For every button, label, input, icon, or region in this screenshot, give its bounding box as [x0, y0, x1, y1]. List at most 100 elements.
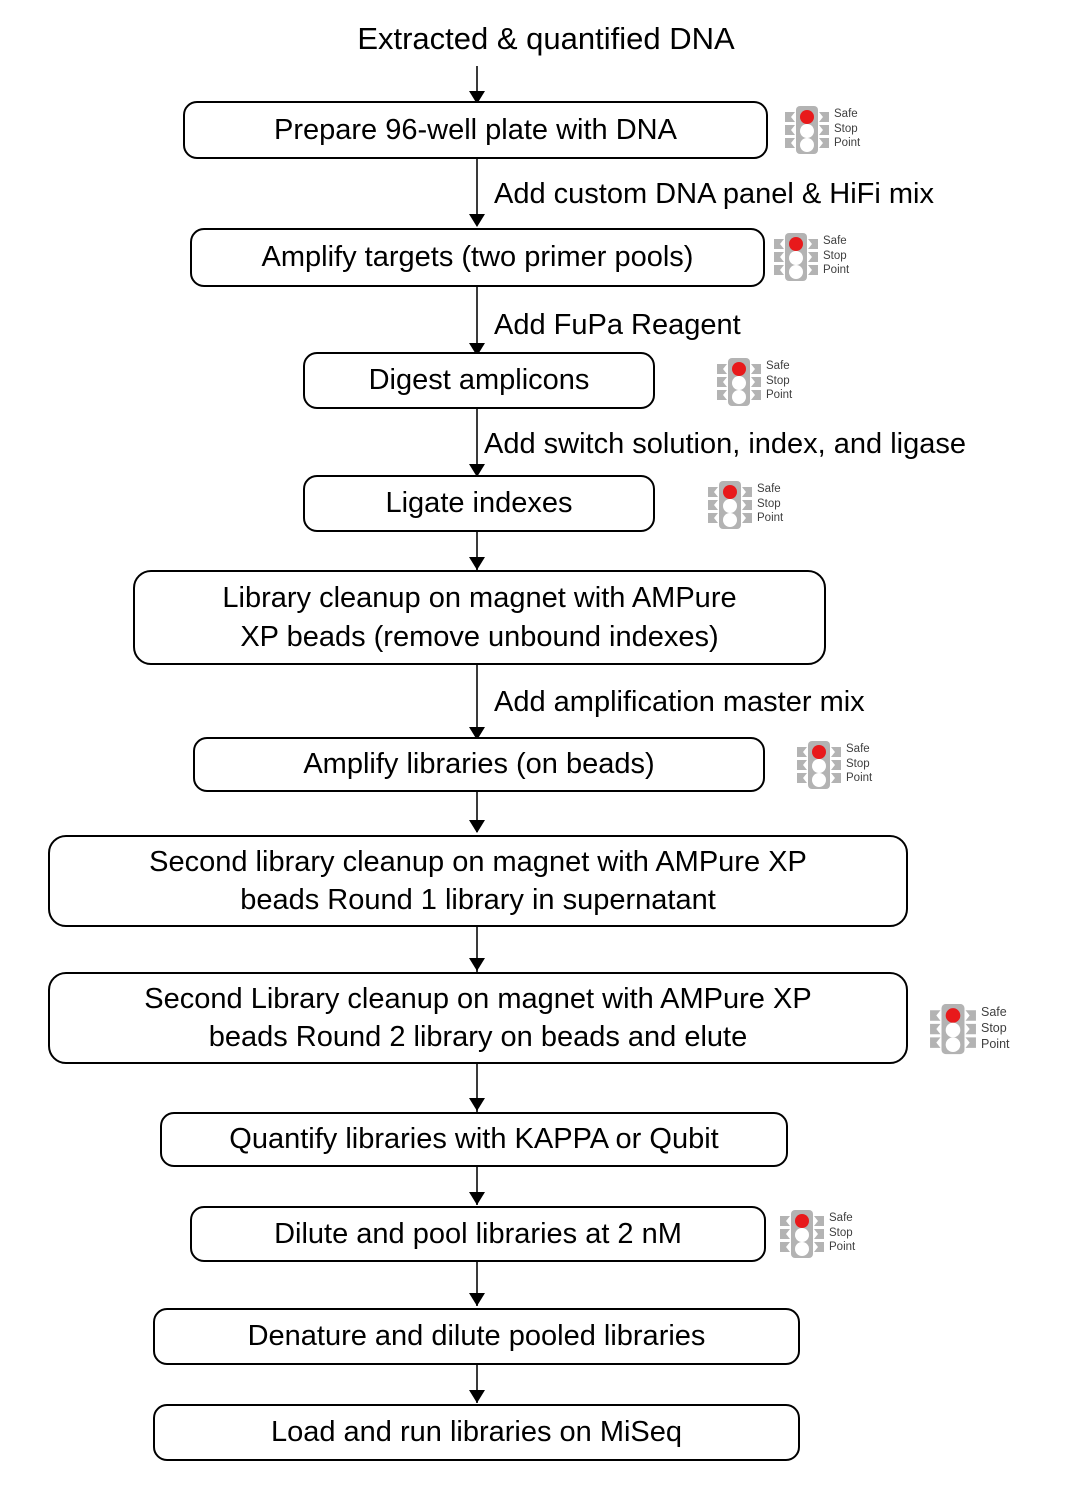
node-ligate-indexes[interactable]: Ligate indexes	[303, 475, 655, 532]
node-library-cleanup[interactable]: Library cleanup on magnet with AMPure XP…	[133, 570, 826, 665]
traffic-light-icon	[930, 1004, 976, 1055]
start-label: Extracted & quantified DNA	[357, 21, 735, 56]
node-label: Dilute and pool libraries at 2 nM	[274, 1217, 682, 1250]
safe-stop-point-marker-n10: Safe Stop Point	[779, 1206, 855, 1260]
marker-line-3: Point	[757, 512, 784, 525]
node-label-line-1: Second Library cleanup on magnet with AM…	[144, 982, 812, 1015]
connector-n7-n8	[476, 927, 478, 973]
safe-stop-point-text: Safe Stop Point	[846, 742, 872, 786]
safe-stop-point-marker-n3: Safe Stop Point	[716, 354, 792, 408]
arrowhead-n3-n4	[469, 464, 485, 477]
safe-stop-point-marker-n1: Safe Stop Point	[784, 102, 860, 156]
edge-label-n5-n6: Add amplification master mix	[494, 686, 865, 718]
marker-line-3: Point	[829, 1241, 856, 1254]
safe-stop-point-text: Safe Stop Point	[981, 1004, 1010, 1052]
connector-n4-n5	[476, 532, 478, 570]
marker-line-2: Stop	[829, 1226, 853, 1239]
safe-stop-point-text: Safe Stop Point	[766, 359, 792, 403]
traffic-light-icon	[717, 358, 761, 406]
node-label: Second library cleanup on magnet with AM…	[149, 843, 807, 920]
traffic-light-icon	[708, 481, 752, 529]
node-label-line-1: Second library cleanup on magnet with AM…	[149, 845, 807, 878]
connector-n10-n11	[476, 1262, 478, 1306]
node-load-and-run-miseq[interactable]: Load and run libraries on MiSeq	[153, 1404, 800, 1461]
node-label-line-1: Library cleanup on magnet with AMPure	[222, 582, 737, 615]
connector-n9-n10	[476, 1167, 478, 1205]
node-label: Denature and dilute pooled libraries	[247, 1320, 706, 1353]
edge-label-n1-n2: Add custom DNA panel & HiFi mix	[494, 178, 934, 210]
safe-stop-point-marker-n2: Safe Stop Point	[773, 229, 849, 283]
marker-line-1: Safe	[981, 1005, 1007, 1019]
connector-n8-n9	[476, 1064, 478, 1112]
connector-n6-n7	[476, 792, 478, 832]
node-label: Amplify targets (two primer pools)	[261, 241, 694, 274]
marker-line-1: Safe	[834, 107, 858, 120]
edge-label-n3-n4: Add switch solution, index, and ligase	[484, 428, 967, 460]
node-label-line-2: XP beads (remove unbound indexes)	[240, 620, 719, 653]
node-second-library-cleanup-round-1[interactable]: Second library cleanup on magnet with AM…	[48, 835, 908, 927]
node-second-library-cleanup-round-2[interactable]: Second Library cleanup on magnet with AM…	[48, 972, 908, 1064]
connector-start-n1	[476, 66, 478, 96]
safe-stop-point-marker-n6: Safe Stop Point	[796, 737, 872, 791]
safe-stop-point-text: Safe Stop Point	[757, 482, 783, 526]
node-amplify-libraries[interactable]: Amplify libraries (on beads)	[193, 737, 765, 792]
traffic-light-icon	[785, 106, 829, 154]
node-label-line-2: beads Round 2 library on beads and elute	[208, 1021, 748, 1053]
marker-line-3: Point	[846, 772, 873, 785]
node-quantify-libraries[interactable]: Quantify libraries with KAPPA or Qubit	[160, 1112, 788, 1167]
node-label: Amplify libraries (on beads)	[303, 748, 655, 781]
node-label: Digest amplicons	[368, 364, 590, 397]
node-label: Prepare 96-well plate with DNA	[274, 113, 677, 146]
node-label: Library cleanup on magnet with AMPure XP…	[222, 579, 736, 656]
node-label-line-2: beads Round 1 library in supernatant	[240, 884, 716, 916]
marker-line-2: Stop	[834, 122, 858, 135]
marker-line-2: Stop	[981, 1021, 1007, 1035]
node-label: Load and run libraries on MiSeq	[270, 1416, 683, 1449]
node-label: Ligate indexes	[385, 487, 573, 520]
safe-stop-point-marker-n8: Safe Stop Point	[929, 999, 1010, 1057]
traffic-light-icon	[780, 1210, 824, 1258]
marker-line-2: Stop	[823, 249, 847, 262]
safe-stop-point-text: Safe Stop Point	[823, 234, 849, 278]
node-denature-and-dilute[interactable]: Denature and dilute pooled libraries	[153, 1308, 800, 1365]
marker-line-2: Stop	[846, 757, 870, 770]
arrowhead-n7-n8	[469, 958, 485, 971]
traffic-light-icon	[774, 233, 818, 281]
marker-line-2: Stop	[757, 497, 781, 510]
connector-n5-n6	[476, 665, 478, 729]
marker-line-3: Point	[823, 264, 850, 277]
marker-line-1: Safe	[766, 359, 790, 372]
marker-line-1: Safe	[846, 742, 870, 755]
connector-n3-n4	[476, 409, 478, 466]
connector-n2-n3	[476, 287, 478, 344]
node-amplify-targets[interactable]: Amplify targets (two primer pools)	[190, 228, 765, 287]
arrowhead-n4-n5	[469, 557, 485, 570]
connector-n11-n12	[476, 1365, 478, 1403]
connector-n1-n2	[476, 159, 478, 216]
arrowhead-n10-n11	[469, 1293, 485, 1306]
marker-line-2: Stop	[766, 374, 790, 387]
node-digest-amplicons[interactable]: Digest amplicons	[303, 352, 655, 409]
edge-label-n2-n3: Add FuPa Reagent	[494, 309, 741, 341]
marker-line-1: Safe	[757, 482, 781, 495]
arrowhead-n6-n7	[469, 820, 485, 833]
safe-stop-point-marker-n4: Safe Stop Point	[707, 477, 783, 531]
traffic-light-icon	[797, 741, 841, 789]
safe-stop-point-text: Safe Stop Point	[829, 1211, 855, 1255]
node-label: Quantify libraries with KAPPA or Qubit	[229, 1123, 719, 1156]
marker-line-3: Point	[766, 389, 793, 402]
safe-stop-point-text: Safe Stop Point	[834, 107, 860, 151]
node-label: Second Library cleanup on magnet with AM…	[144, 980, 811, 1057]
marker-line-1: Safe	[823, 234, 847, 247]
marker-line-1: Safe	[829, 1211, 853, 1224]
arrowhead-n5-n6	[469, 727, 485, 740]
marker-line-3: Point	[834, 137, 861, 150]
marker-line-3: Point	[981, 1037, 1010, 1051]
node-prepare-96-well-plate[interactable]: Prepare 96-well plate with DNA	[183, 101, 768, 159]
node-dilute-and-pool-libraries[interactable]: Dilute and pool libraries at 2 nM	[190, 1206, 766, 1262]
arrowhead-n9-n10	[469, 1192, 485, 1205]
arrowhead-n8-n9	[469, 1098, 485, 1111]
arrowhead-start-n1	[469, 91, 485, 104]
arrowhead-n1-n2	[469, 214, 485, 227]
